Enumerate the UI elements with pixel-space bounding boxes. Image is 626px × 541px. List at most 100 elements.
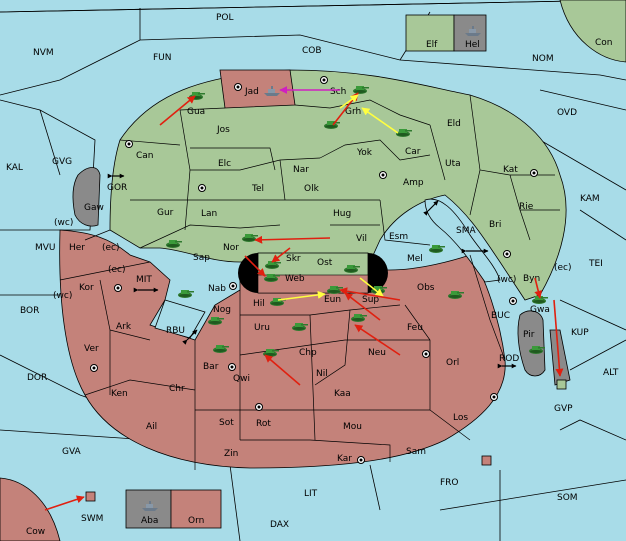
grey-island-gaw xyxy=(72,167,101,227)
sea-label: POL xyxy=(216,13,234,23)
land-label: Rot xyxy=(256,419,271,429)
land-label: Gur xyxy=(157,208,174,218)
land-label: Hel xyxy=(465,40,480,50)
land-label: Elc xyxy=(218,159,231,169)
land-label: Byn xyxy=(523,274,540,284)
land-label: Orl xyxy=(446,358,459,368)
land-label: Feu xyxy=(407,323,423,333)
sea-label: NVM xyxy=(33,48,54,58)
land-label: Yok xyxy=(356,148,373,158)
supply-centers xyxy=(90,76,538,464)
land-label: Tel xyxy=(251,184,264,194)
sea-label: BUC xyxy=(491,311,510,321)
sea-label: MIT xyxy=(136,275,152,285)
supply-center-icon xyxy=(509,297,517,305)
land-label: Can xyxy=(136,151,154,161)
land-label: Nil xyxy=(316,369,328,379)
connection-arrows xyxy=(107,173,517,369)
sea-label: (wc) xyxy=(54,218,73,228)
sea-label: OVD xyxy=(557,108,577,118)
land-label: Bri xyxy=(489,220,501,230)
land-label: Skr xyxy=(286,254,301,264)
land-label: Los xyxy=(453,413,468,423)
land-label: Vil xyxy=(356,234,367,244)
land-label: Sch xyxy=(330,87,346,97)
province-boundaries xyxy=(59,94,560,470)
sea-label: FUN xyxy=(153,53,172,63)
land-label: Mou xyxy=(343,422,362,432)
land-label: Kar xyxy=(337,454,352,464)
sea-label: ROD xyxy=(499,354,519,364)
sea-label: COB xyxy=(302,46,322,56)
sea-label: SWM xyxy=(81,514,103,524)
land-label: Hug xyxy=(333,209,351,219)
land-label: Gua xyxy=(187,107,205,117)
land-label: Chp xyxy=(299,348,317,358)
supply-center-icon xyxy=(234,83,242,91)
sea-label: (wc) xyxy=(53,291,72,301)
land-label: Amp xyxy=(403,178,424,188)
land-label: Rie xyxy=(519,202,534,212)
land-label: Web xyxy=(285,274,305,284)
supply-center-icon xyxy=(90,364,98,372)
sea-label: NOM xyxy=(532,54,554,64)
central-capsule xyxy=(238,252,388,294)
land-label: Kor xyxy=(79,283,94,293)
land-label: Sap xyxy=(193,253,210,263)
land-label: Qwi xyxy=(233,374,250,384)
land-label: Pir xyxy=(523,330,535,340)
land-labels: Elf Hel Con Jad Sch Gua Jos Grh Eld Can … xyxy=(26,38,613,537)
grey-island-pir xyxy=(517,310,546,377)
supply-center-icon xyxy=(255,403,263,411)
supply-center-icon xyxy=(229,282,237,290)
land-label: Ver xyxy=(84,344,99,354)
province-orn xyxy=(170,489,222,529)
land-label: Jos xyxy=(216,125,230,135)
supply-center-icon xyxy=(530,169,538,177)
land-label: Bar xyxy=(203,362,219,372)
land-label: Gwa xyxy=(530,305,550,315)
sea-label: ALT xyxy=(603,368,619,378)
supply-center-icon xyxy=(125,140,133,148)
supply-center-icon xyxy=(114,284,122,292)
land-label: Orn xyxy=(188,516,204,526)
sea-label: (ec) xyxy=(554,263,572,273)
supply-center-icon xyxy=(357,456,365,464)
sea-label: GVG xyxy=(52,157,72,167)
land-label: Obs xyxy=(417,283,435,293)
land-label: Olk xyxy=(304,184,320,194)
land-label: Sot xyxy=(219,418,234,428)
sea-label: GVA xyxy=(62,447,82,457)
supply-marker xyxy=(85,491,96,502)
land-label: Elf xyxy=(426,40,438,50)
sea-label: FRO xyxy=(440,478,459,488)
supply-marker xyxy=(556,379,567,390)
land-label: Zin xyxy=(224,449,238,459)
sea-label: GOR xyxy=(107,183,127,193)
land-label: Sam xyxy=(406,447,426,457)
land-label: Mel xyxy=(407,254,423,264)
land-label: Kat xyxy=(503,165,518,175)
land-label: Sup xyxy=(362,295,379,305)
supply-center-icon xyxy=(379,171,387,179)
sea-label: GVP xyxy=(554,404,573,414)
green-territory xyxy=(109,69,567,301)
land-label: Neu xyxy=(368,348,386,358)
sea-label: (wc) xyxy=(497,275,516,285)
sea-label: DOR xyxy=(27,373,47,383)
tank-icon xyxy=(178,290,194,298)
move-orders xyxy=(44,86,564,511)
land-label: Lan xyxy=(201,209,217,219)
sea-label: SOM xyxy=(557,493,578,503)
grey-island-gvp xyxy=(549,329,571,386)
sea-label: BOR xyxy=(20,306,39,316)
sea-label: KAL xyxy=(6,163,23,173)
tank-icon xyxy=(429,245,445,253)
land-label: Ost xyxy=(317,258,333,268)
supply-marker xyxy=(481,455,492,466)
units xyxy=(85,26,567,511)
sea-label: RBU xyxy=(166,326,185,336)
supply-center-icon xyxy=(503,250,511,258)
land-label: Aba xyxy=(141,516,158,526)
